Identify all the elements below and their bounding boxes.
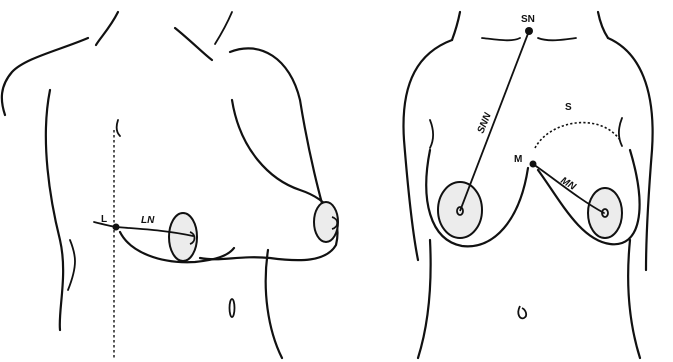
- left-collar-right: [175, 28, 212, 60]
- left-collar-curve: [215, 12, 232, 44]
- point-sn-label: SN: [521, 14, 535, 25]
- left-areola-1: [169, 213, 197, 261]
- snn-line: [460, 31, 529, 211]
- right-navel: [518, 306, 526, 318]
- left-right-arm: [266, 250, 282, 358]
- right-collarbone-left: [482, 38, 520, 40]
- mn-label: MN: [558, 175, 578, 193]
- right-lower-torso-right: [628, 240, 640, 358]
- left-arm-line: [46, 90, 63, 330]
- arc-s-label: S: [565, 102, 572, 113]
- point-l-marker: [113, 224, 120, 231]
- left-chest-mark: [117, 120, 120, 136]
- left-neck-line: [96, 12, 118, 45]
- point-m-label: M: [514, 154, 522, 165]
- right-collarbone-right: [538, 38, 576, 40]
- right-areola-right: [588, 188, 622, 238]
- right-right-breast: [538, 150, 640, 244]
- left-navel: [230, 299, 235, 317]
- point-m-marker: [530, 161, 537, 168]
- left-torso-outline: [2, 38, 88, 115]
- ln-label: LN: [141, 215, 155, 226]
- right-chest-mark-left: [430, 120, 433, 148]
- right-neck-left: [452, 12, 460, 40]
- right-neck-right: [598, 12, 608, 38]
- left-areola-2: [314, 202, 338, 242]
- right-figure: SN SNN S M MN: [403, 12, 652, 358]
- right-lower-torso-left: [418, 240, 431, 358]
- left-arm-fold: [68, 240, 75, 290]
- s-dotted-arc: [535, 123, 620, 148]
- point-l-label: L: [101, 214, 107, 225]
- right-chest-mark-right: [619, 118, 622, 146]
- left-figure: L LN: [2, 12, 338, 358]
- point-sn-marker: [525, 27, 533, 35]
